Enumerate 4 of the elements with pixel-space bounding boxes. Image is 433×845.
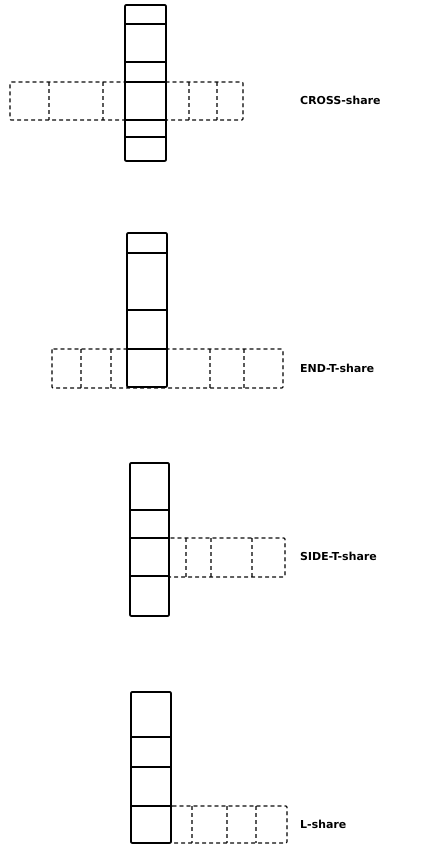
share-type-label: END-T-share <box>300 362 374 376</box>
share-type-label: CROSS-share <box>300 94 380 108</box>
share-type-label: SIDE-T-share <box>300 550 377 564</box>
share-type-label: L-share <box>300 818 346 832</box>
